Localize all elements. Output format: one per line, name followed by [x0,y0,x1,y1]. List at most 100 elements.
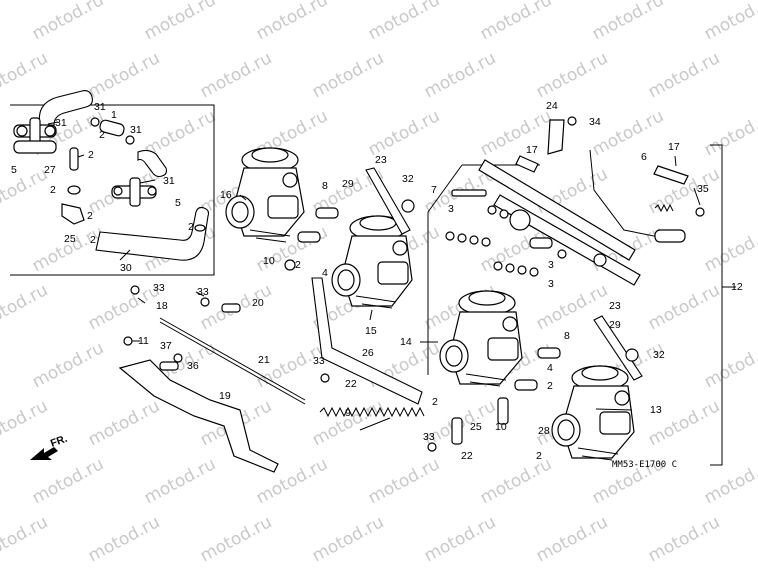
callout-23b: 23 [609,300,621,312]
callout-11: 11 [138,335,149,347]
callout-13: 13 [650,404,662,416]
front-marker-label: FR. [49,433,69,450]
callout-29a: 29 [342,178,354,190]
watermark-text: motod.ru [477,0,555,44]
callout-31d: 31 [163,175,175,187]
callout-28: 28 [538,425,550,437]
callout-31a: 31 [94,101,106,113]
watermark-text: motod.ru [85,48,163,102]
callout-5b: 5 [175,197,181,209]
callout-27: 27 [44,164,56,176]
watermark-text: motod.ru [253,0,331,44]
watermark-text: motod.ru [85,280,163,334]
callout-5a: 5 [11,164,17,176]
callout-2j: 2 [536,450,542,462]
callout-19: 19 [219,390,231,402]
watermark-text: motod.ru [365,0,443,44]
watermark-text: motod.ru [0,280,51,334]
diagram-code: MM53-E1700 C [612,460,677,470]
jet-kit-cluster [445,189,567,277]
callout-24: 24 [546,100,558,112]
watermark-text: motod.ru [0,512,51,566]
watermark-text: motod.ru [701,0,758,44]
callout-2c: 2 [50,184,56,196]
callout-33d: 33 [423,431,435,443]
callout-3b: 3 [548,259,554,271]
callout-2d: 2 [87,210,93,222]
callout-30: 30 [120,262,132,274]
front-arrow-icon [30,447,58,460]
callout-29b: 29 [609,319,621,331]
callout-2i: 2 [432,396,438,408]
callout-10a: 10 [263,255,275,267]
watermark-text: motod.ru [589,106,667,160]
connector-pipes [284,199,639,445]
leader-lines [47,121,701,431]
watermark-text: motod.ru [533,512,611,566]
watermark-text: motod.ru [309,48,387,102]
watermark-text: motod.ru [477,454,555,508]
callout-17a: 17 [526,144,538,156]
carburetor-15 [331,215,413,309]
callout-22a: 22 [345,378,357,390]
callout-labels: 31 1 31 2 31 2 5 27 31 2 5 2 2 25 2 30 1… [11,100,743,462]
watermark-text: motod.ru [365,106,443,160]
watermark-text: motod.ru [701,454,758,508]
callout-8a: 8 [322,180,328,192]
callout-17b: 17 [668,141,680,153]
watermark-text: motod.ru [477,106,555,160]
callout-20: 20 [252,297,264,309]
watermark-text: motod.ru [645,512,723,566]
callout-33c: 33 [313,355,325,367]
callout-32b: 32 [653,349,665,361]
callout-32a: 32 [402,173,414,185]
callout-2b: 2 [88,149,94,161]
callout-33b: 33 [197,286,209,298]
watermark-text: motod.ru [309,512,387,566]
watermark-text: motod.ru [0,396,51,450]
callout-4a: 4 [322,267,328,279]
watermark-text: motod.ru [421,512,499,566]
watermark-text: motod.ru [701,338,758,392]
callout-10b: 10 [495,421,507,433]
watermark-text: motod.ru [197,512,275,566]
callout-2f: 2 [90,234,96,246]
spring-9 [319,406,425,418]
callout-36: 36 [187,360,199,372]
callout-8b: 8 [564,330,570,342]
callout-2a: 2 [99,129,105,141]
callout-15: 15 [365,325,377,337]
callout-31b: 31 [55,117,67,129]
watermark-text: motod.ru [85,512,163,566]
choke-rod-21 [159,317,306,405]
watermark-text: motod.ru [141,454,219,508]
callout-3c: 3 [548,278,554,290]
callout-25a: 25 [64,233,76,245]
carburetor-14 [439,290,523,387]
watermark-text: motod.ru [29,222,107,276]
callout-2h: 2 [547,380,553,392]
small-fasteners [123,116,705,452]
watermark-text: motod.ru [29,0,107,44]
hose-29-upper [365,167,411,235]
callout-4b: 4 [547,362,553,374]
watermark-text: motod.ru [645,48,723,102]
callout-16: 16 [220,189,232,201]
watermark-text: motod.ru [141,0,219,44]
spring-6 [654,203,674,213]
callout-22b: 22 [461,450,473,462]
callout-9: 9 [345,407,351,419]
callout-34: 34 [589,116,601,128]
link-plate-19 [118,359,279,473]
watermark-text: motod.ru [701,106,758,160]
watermark-text: motod.ru [0,48,51,102]
callout-7: 7 [431,184,437,196]
callout-23a: 23 [375,154,387,166]
callout-37: 37 [160,340,172,352]
watermark-text: motod.ru [85,396,163,450]
callout-14: 14 [400,336,412,348]
callout-12: 12 [731,281,743,293]
callout-18: 18 [156,300,168,312]
watermark-text: motod.ru [533,164,611,218]
